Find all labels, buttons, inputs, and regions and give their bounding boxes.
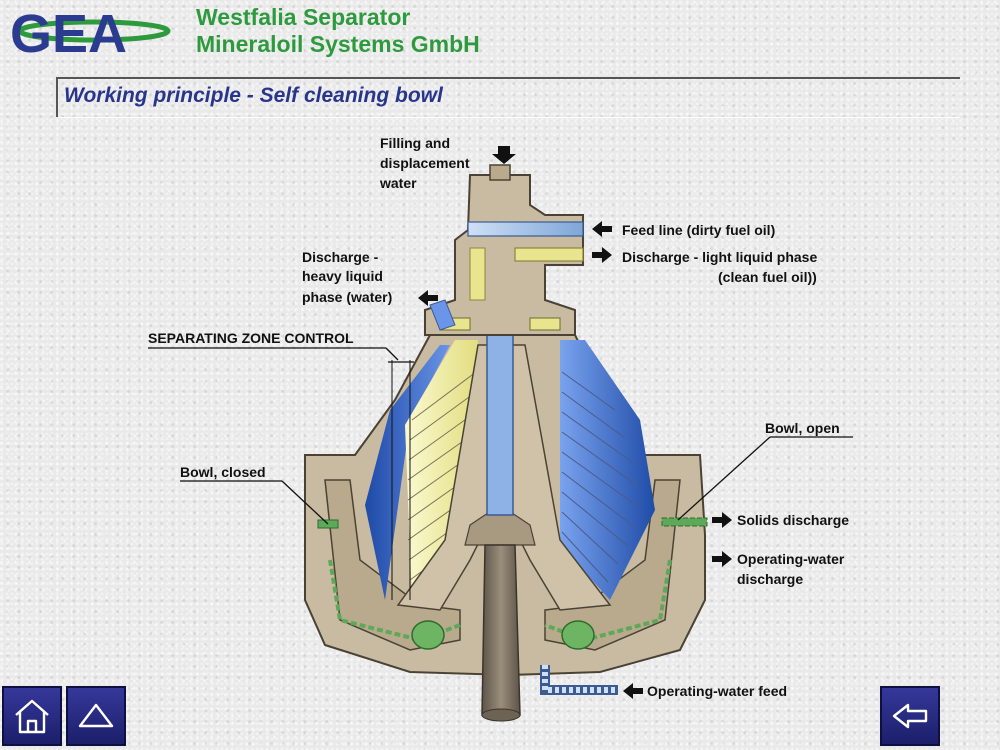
light-phase-channel-left	[469, 247, 486, 301]
arrow-down-filling	[492, 146, 516, 164]
title-rule-left	[56, 77, 58, 117]
label-solids-discharge: Solids discharge	[737, 512, 849, 528]
head-housing	[424, 174, 584, 336]
light-phase-pipe	[514, 247, 584, 262]
triangle-up-icon	[78, 703, 114, 728]
piston-valve-right	[561, 620, 595, 650]
arrow-left-operating-feed	[623, 683, 643, 699]
disc-lines-right	[561, 371, 641, 583]
label-filling-2: displacement	[380, 155, 470, 171]
arrow-right-solids	[712, 512, 732, 528]
label-discharge-heavy-1: Discharge -	[302, 249, 379, 265]
gea-logo: GEA	[10, 4, 171, 60]
label-feed-line: Feed line (dirty fuel oil)	[622, 222, 775, 238]
arrow-left-icon	[892, 703, 928, 729]
title-rule-bottom	[58, 117, 960, 118]
spindle-shaft	[481, 544, 521, 716]
label-operating-water-1: Operating-water	[737, 551, 845, 567]
disc-stack-left-water	[365, 345, 450, 600]
home-icon	[15, 699, 49, 734]
arrow-right-operating-water	[712, 551, 732, 567]
back-button[interactable]	[880, 686, 940, 746]
company-name: Westfalia Separator Mineraloil Systems G…	[196, 4, 480, 58]
label-bowl-open: Bowl, open	[765, 420, 840, 436]
company-line-1: Westfalia Separator	[196, 4, 411, 30]
up-button[interactable]	[66, 686, 126, 746]
gripper-chamber-right	[529, 317, 561, 331]
disc-stack-right-water	[560, 340, 655, 600]
arrow-right-discharge-light	[592, 247, 612, 263]
arrow-left-discharge-heavy	[418, 290, 438, 306]
arrows	[418, 146, 732, 699]
arrow-left-feed	[592, 221, 612, 237]
home-button[interactable]	[2, 686, 62, 746]
label-filling-1: Filling and	[380, 135, 450, 151]
label-operating-water-feed: Operating-water feed	[647, 683, 787, 699]
spindle-end	[481, 708, 521, 722]
feed-pipe	[467, 221, 584, 237]
label-discharge-heavy-3: phase (water)	[302, 289, 392, 305]
label-separating-zone: SEPARATING ZONE CONTROL	[148, 330, 354, 346]
solids-port-right	[661, 517, 708, 527]
label-discharge-light-1: Discharge - light liquid phase	[622, 249, 817, 265]
operating-water-channel-right	[544, 559, 672, 643]
label-bowl-closed: Bowl, closed	[180, 464, 266, 480]
heavy-phase-outlet	[429, 299, 456, 331]
piston-valve-left	[411, 620, 445, 650]
label-discharge-heavy-2: heavy liquid	[302, 268, 383, 284]
label-filling-3: water	[379, 175, 417, 191]
logo-text: GEA	[10, 4, 127, 60]
head-cap	[489, 164, 511, 181]
title-rule-top	[56, 77, 960, 79]
company-line-2: Mineraloil Systems GmbH	[196, 31, 480, 57]
label-operating-water-2: discharge	[737, 571, 803, 587]
label-discharge-light-2: (clean fuel oil))	[718, 269, 817, 285]
page-title: Working principle - Self cleaning bowl	[64, 84, 443, 107]
